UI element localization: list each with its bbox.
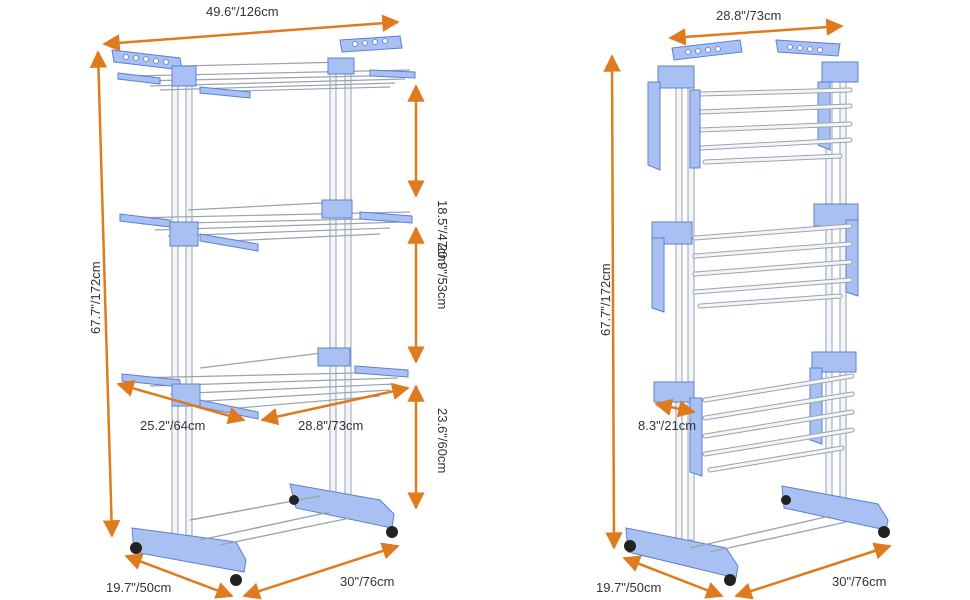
rack-open-view <box>111 35 416 586</box>
folded-tier-middle <box>651 203 859 313</box>
rack-base <box>624 485 890 586</box>
right-base-depth-label: 19.7"/50cm <box>596 580 662 595</box>
height-arrow <box>89 50 121 538</box>
rack-base <box>130 483 398 586</box>
dimension-arrows <box>89 14 892 600</box>
right-top-width-label: 28.8"/73cm <box>716 8 782 23</box>
shelf-bottom <box>121 347 409 420</box>
wing-depth-arrow <box>654 398 696 418</box>
folded-tier-bottom <box>653 351 857 477</box>
shelf-middle <box>119 199 413 252</box>
gap-bottom-label: 23.6"/60cm <box>435 408 450 474</box>
shelf-depth-arrow <box>116 379 246 425</box>
rack-folded-view <box>624 39 890 586</box>
top-width-arrow <box>102 14 400 52</box>
shelf-width-arrow <box>260 382 410 426</box>
top-width-label: 49.6"/126cm <box>206 4 279 19</box>
folded-tier-top <box>647 61 859 171</box>
height-arrow-right <box>603 54 623 550</box>
wheel-icon <box>624 495 890 586</box>
shelf-width-label: 28.8"/73cm <box>298 418 364 433</box>
height-label: 67.7"/172cm <box>88 261 103 334</box>
top-width-arrow-right <box>668 18 844 46</box>
base-depth-arrow-right <box>622 555 724 599</box>
base-depth-label: 19.7"/50cm <box>106 580 172 595</box>
base-width-label: 30"/76cm <box>340 574 395 589</box>
shelf-depth-label: 25.2"/64cm <box>140 418 206 433</box>
base-width-arrow <box>242 542 400 600</box>
gap-middle-label: 20.9"/53cm <box>435 244 450 310</box>
top-hanger-bar <box>671 39 841 61</box>
base-depth-arrow <box>124 553 234 599</box>
wing-depth-label: 8.3"/21cm <box>638 418 697 433</box>
shelf-top <box>117 57 416 99</box>
right-base-width-label: 30"/76cm <box>832 574 887 589</box>
rack-poles <box>171 59 352 541</box>
right-height-label: 67.7"/172cm <box>598 263 613 336</box>
base-width-arrow-right <box>734 542 892 600</box>
